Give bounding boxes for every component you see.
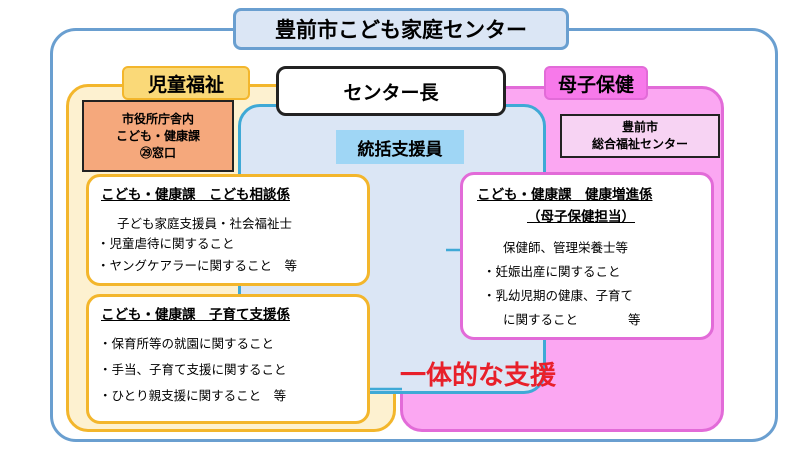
maternal-health-tag: 母子保健 — [544, 66, 648, 100]
window-line-2: こども・健康課 — [115, 128, 200, 143]
city-hall-window-box: 市役所庁舎内 こども・健康課 ㉙窓口 — [82, 100, 234, 172]
card-line: ・ヤングケアラーに関すること 等 — [97, 258, 298, 273]
card-line: ・保育所等の就園に関すること — [99, 336, 275, 351]
card-line: 子ども家庭支援員・社会福祉士 — [117, 216, 293, 231]
health-promotion-card: こども・健康課 健康増進係 （母子保健担当） 保健師、管理栄養士等 ・妊娠出産に… — [460, 172, 714, 340]
window-line-3: ㉙窓口 — [139, 145, 176, 160]
coordinator-label: 統括支援員 — [336, 130, 464, 164]
card-line: ・乳幼児期の健康、子育て — [483, 288, 634, 303]
card-line: ・ひとり親支援に関すること 等 — [99, 388, 287, 403]
childcare-support-card: こども・健康課 子育て支援係 ・保育所等の就園に関すること ・手当、子育て支援に… — [86, 294, 370, 424]
child-consultation-card: こども・健康課 こども相談係 子ども家庭支援員・社会福祉士 ・児童虐待に関するこ… — [86, 174, 370, 286]
card-line: ・妊娠出産に関すること — [483, 264, 621, 279]
integrated-support-slogan: 一体的な支援 — [400, 361, 557, 391]
card-title: こども・健康課 こども相談係 — [101, 187, 290, 203]
card-line: 保健師、管理栄養士等 — [503, 240, 629, 255]
card-line: に関すること 等 — [503, 312, 641, 327]
welfare-center-box: 豊前市 総合福祉センター — [560, 114, 720, 158]
window-line-1: 市役所庁舎内 — [121, 111, 194, 126]
facility-line-1: 豊前市 — [621, 120, 658, 134]
card-line: ・児童虐待に関すること — [97, 236, 235, 251]
center-director-box: センター長 — [276, 66, 506, 116]
facility-line-2: 総合福祉センター — [591, 137, 688, 151]
child-welfare-tag: 児童福祉 — [122, 66, 250, 100]
page-title: 豊前市こども家庭センター — [233, 8, 569, 50]
card-line: ・手当、子育て支援に関すること — [99, 362, 287, 377]
card-title: こども・健康課 子育て支援係 — [101, 307, 290, 323]
card-subtitle: （母子保健担当） — [527, 209, 635, 225]
card-title: こども・健康課 健康増進係 — [477, 187, 653, 203]
